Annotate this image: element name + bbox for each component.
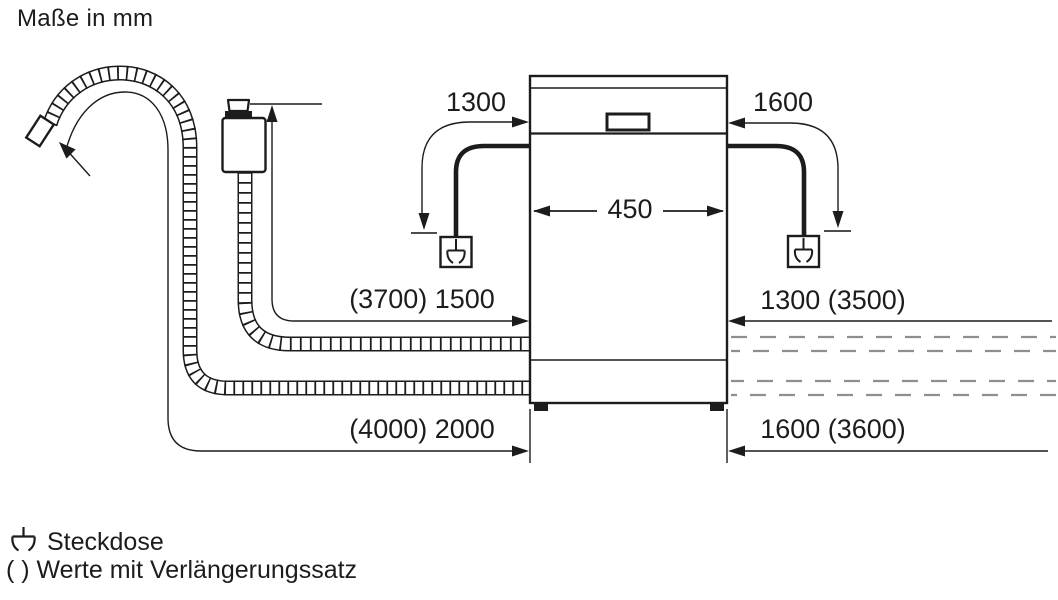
dishwasher-outline xyxy=(528,74,729,411)
dim-supply-hose-front: (3700) 1500 xyxy=(349,284,495,314)
dim-drain-hose-front: (4000) 2000 xyxy=(349,414,495,444)
dim-supply-hose-rear: 1300 (3500) xyxy=(760,285,906,315)
legend-extension-note: ( ) Werte mit Verlängerungssatz xyxy=(6,556,358,584)
dimension-lines xyxy=(63,91,1052,463)
aquastop-valve xyxy=(221,98,267,174)
legend-socket-label: Steckdose xyxy=(47,528,164,556)
socket-icon-right xyxy=(786,234,821,269)
drain-hose-end-fitting xyxy=(24,114,56,148)
dim-appliance-width: 450 xyxy=(607,194,653,224)
door-handle xyxy=(605,112,651,132)
foot-right xyxy=(710,403,724,411)
dim-power-cord-left: 1300 xyxy=(445,87,507,117)
dim-power-cord-right: 1600 xyxy=(752,87,814,117)
supply-hose xyxy=(237,172,529,352)
power-cord-left xyxy=(453,143,530,237)
socket-icon-left xyxy=(439,235,473,269)
dim-drain-hose-rear: 1600 (3600) xyxy=(760,414,906,444)
plug-socket-icon xyxy=(11,527,36,552)
hidden-hose-dashed-lines xyxy=(731,335,1056,397)
drain-hose xyxy=(42,65,529,396)
power-cord-right xyxy=(727,143,807,236)
diagram-title: Maße in mm xyxy=(17,5,154,32)
foot-left xyxy=(534,403,548,411)
dimension-arrowheads xyxy=(59,105,844,457)
